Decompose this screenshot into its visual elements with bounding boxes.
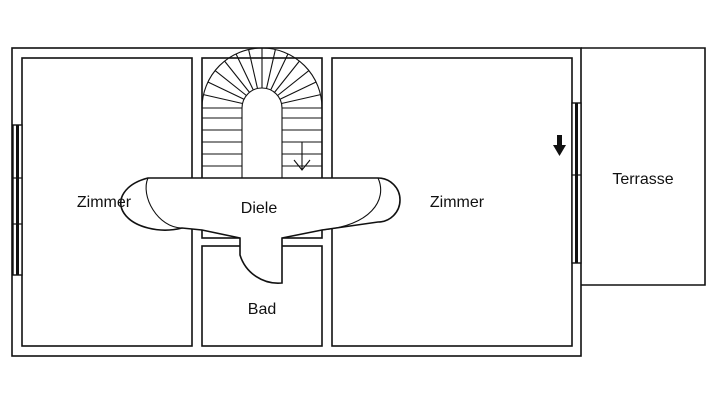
label-zimmer-left: Zimmer bbox=[77, 194, 132, 211]
stair-step bbox=[270, 53, 289, 91]
stair-step bbox=[214, 70, 247, 96]
entry-arrow-icon bbox=[553, 135, 566, 156]
stair-step bbox=[207, 81, 245, 100]
label-zimmer-right: Zimmer bbox=[430, 194, 485, 211]
stair-step bbox=[281, 94, 321, 105]
label-bad: Bad bbox=[248, 301, 276, 318]
label-terrasse: Terrasse bbox=[612, 171, 673, 188]
window-icon bbox=[12, 124, 23, 276]
stair-step bbox=[248, 49, 259, 89]
room-diele bbox=[119, 177, 401, 284]
window-icon bbox=[571, 102, 582, 264]
stair-down-arrow-icon bbox=[293, 142, 311, 171]
stair-step bbox=[279, 81, 317, 100]
stair-step bbox=[235, 53, 254, 91]
stair-step bbox=[203, 94, 243, 105]
stair-step bbox=[277, 70, 310, 96]
stair-step bbox=[274, 60, 300, 93]
stair-step bbox=[265, 49, 276, 89]
label-diele: Diele bbox=[241, 200, 278, 217]
stair-step bbox=[224, 60, 250, 93]
spiral-staircase bbox=[201, 47, 323, 178]
